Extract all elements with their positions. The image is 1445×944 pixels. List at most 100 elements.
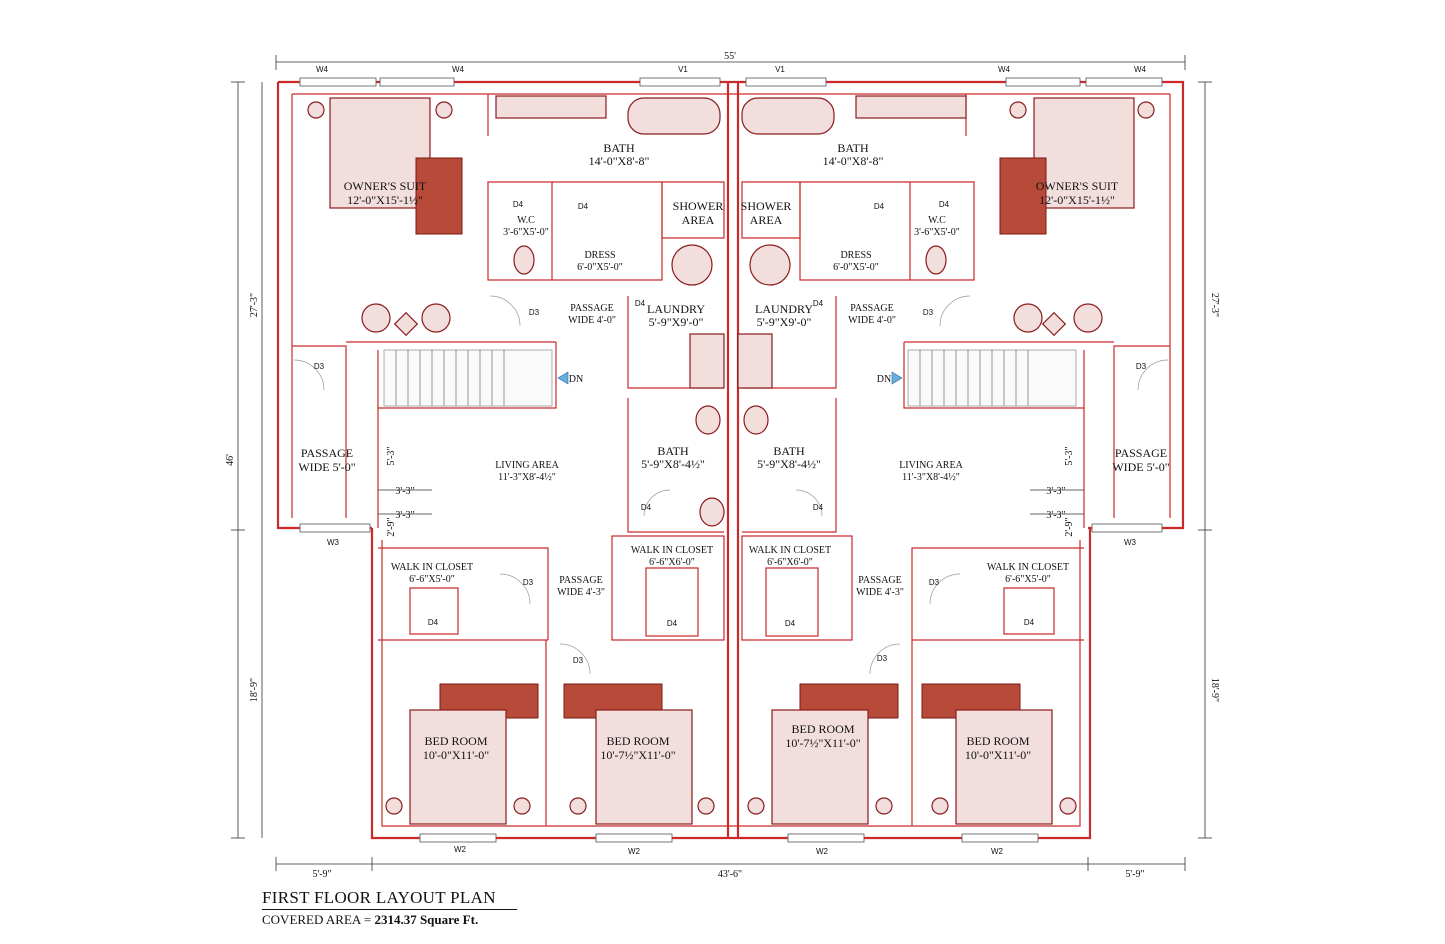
tag-w4: W4	[452, 65, 465, 74]
title-underline	[262, 909, 517, 910]
passage-label: PASSAGE	[858, 575, 902, 586]
bedroom-label: BED ROOM	[791, 722, 854, 736]
door-swings	[293, 295, 1169, 675]
dim-bottom-center: 43'-6"	[718, 869, 742, 880]
shower-label: AREA	[750, 213, 783, 227]
tag-d3: D3	[573, 656, 584, 665]
tag-d4: D4	[513, 200, 524, 209]
dim-left-5-3: 5'-3"	[386, 446, 397, 465]
bath-label: BATH	[773, 444, 805, 458]
bed-icon	[1033, 97, 1135, 209]
living-label: LIVING AREA	[495, 460, 559, 471]
side-table-icon	[1009, 101, 1027, 119]
bath-size: 5'-9"X8'-4½"	[641, 457, 705, 471]
owners-suit-label: OWNER'S SUIT	[1036, 179, 1119, 193]
shower-label: SHOWER	[741, 199, 792, 213]
tag-w4: W4	[998, 65, 1011, 74]
tag-d4: D4	[785, 619, 796, 628]
walls	[276, 77, 1185, 843]
dim-left-lower: 18'-9"	[249, 678, 260, 702]
wc-size: 3'-6"X5'-0"	[503, 227, 549, 238]
bathtub-icon	[741, 97, 835, 135]
bed-icon	[409, 709, 507, 825]
chair-icon	[361, 303, 391, 333]
rug-icon	[415, 157, 463, 235]
walkin-size: 6'-6"X5'-0"	[1005, 574, 1051, 585]
tag-d4: D4	[641, 503, 652, 512]
dim-right-lower: 18'-9"	[1209, 678, 1220, 702]
bed-icon	[595, 709, 693, 825]
living-size: 11'-3"X8'-4½"	[498, 472, 556, 483]
dress-label: DRESS	[840, 250, 871, 261]
dim-right-3-3a: 3'-3"	[1046, 486, 1065, 497]
dim-top-overall: 55'	[724, 51, 736, 62]
laundry-label: LAUNDRY	[755, 302, 813, 316]
passage-size: WIDE 5'-0"	[1112, 460, 1169, 474]
passage-label: PASSAGE	[570, 303, 614, 314]
bed-icon	[955, 709, 1053, 825]
side-table-icon	[875, 797, 893, 815]
side-table-icon	[307, 101, 325, 119]
owners-suit-size: 12'-0"X15'-1½"	[347, 193, 423, 207]
tag-w2: W2	[628, 847, 641, 856]
bedroom-label: BED ROOM	[966, 734, 1029, 748]
table-icon	[1041, 311, 1067, 337]
basin-icon	[699, 497, 725, 527]
tag-d4: D4	[939, 200, 950, 209]
down-arrow-icon	[891, 371, 903, 385]
bed-icon	[771, 709, 869, 825]
passage-size: WIDE 4'-0"	[568, 315, 616, 326]
bathtub-icon	[627, 97, 721, 135]
dn-label: DN	[569, 374, 583, 385]
walkin-label: WALK IN CLOSET	[749, 545, 831, 556]
furniture	[307, 95, 1155, 825]
stairs-right	[907, 349, 1077, 407]
tag-w2: W2	[454, 845, 467, 854]
passage-size: WIDE 4'-3"	[856, 587, 904, 598]
bath-label: BATH	[837, 141, 869, 155]
walkin-label: WALK IN CLOSET	[631, 545, 713, 556]
owners-suit-label: OWNER'S SUIT	[344, 179, 427, 193]
tag-d4: D4	[813, 299, 824, 308]
passage-size: WIDE 4'-3"	[557, 587, 605, 598]
passage-label: PASSAGE	[301, 446, 353, 460]
toilet-icon	[743, 405, 769, 435]
dim-bottom-left: 5'-9"	[312, 869, 331, 880]
wc-label: W.C	[928, 215, 946, 226]
walkin-label: WALK IN CLOSET	[987, 562, 1069, 573]
toilet-icon	[925, 245, 947, 275]
side-table-icon	[697, 797, 715, 815]
dress-size: 6'-0"X5'-0"	[577, 262, 623, 273]
vanity-icon	[495, 95, 607, 119]
bedroom-size: 10'-0"X11'-0"	[965, 748, 1031, 762]
bed-icon	[329, 97, 431, 209]
tag-d4: D4	[635, 299, 646, 308]
tag-w3: W3	[1124, 538, 1137, 547]
side-table-icon	[569, 797, 587, 815]
covered-area: COVERED AREA = 2314.37 Square Ft.	[262, 912, 517, 928]
tag-d3: D3	[314, 362, 325, 371]
tag-d3: D3	[877, 654, 888, 663]
side-table-icon	[1137, 101, 1155, 119]
laundry-size: 5'-9"X9'-0"	[757, 315, 812, 329]
bath-size: 14'-0"X8'-8"	[823, 154, 884, 168]
passage-size: WIDE 4'-0"	[848, 315, 896, 326]
bath-label: BATH	[603, 141, 635, 155]
tag-v1: V1	[678, 65, 688, 74]
covered-area-label: COVERED AREA =	[262, 912, 375, 927]
walkin-size: 6'-6"X6'-0"	[767, 557, 813, 568]
bedroom-label: BED ROOM	[424, 734, 487, 748]
side-table-icon	[435, 101, 453, 119]
dim-left-overall: 46'	[225, 454, 236, 466]
room-labels: OWNER'S SUIT 12'-0"X15'-1½" OWNER'S SUIT…	[298, 141, 1169, 762]
toilet-icon	[513, 245, 535, 275]
shower-label: AREA	[682, 213, 715, 227]
tag-w3: W3	[327, 538, 340, 547]
walkin-label: WALK IN CLOSET	[391, 562, 473, 573]
tag-d4: D4	[667, 619, 678, 628]
shower-label: SHOWER	[673, 199, 724, 213]
shower-icon	[671, 244, 713, 286]
side-table-icon	[385, 797, 403, 815]
tag-d3: D3	[523, 578, 534, 587]
covered-area-value: 2314.37 Square Ft.	[374, 912, 479, 927]
